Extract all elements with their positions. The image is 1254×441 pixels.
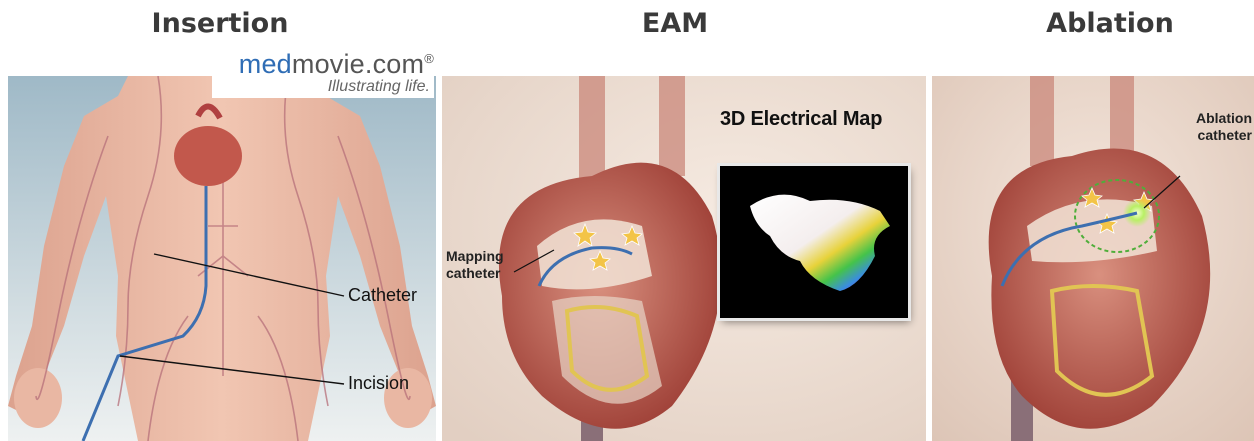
eam-panel: Mapping catheter 3D Electrical Map [442, 76, 926, 441]
ablation-label-line2: catheter [1180, 127, 1252, 144]
logo-registered-mark: ® [424, 51, 434, 66]
medmovie-logo: medmovie.com® Illustrating life. [212, 44, 434, 98]
incision-label: Incision [348, 373, 409, 394]
logo-tagline: Illustrating life. [212, 79, 430, 95]
catheter-label: Catheter [348, 285, 417, 306]
ablation-catheter-label: Ablation catheter [1180, 110, 1252, 144]
electrical-map-title: 3D Electrical Map [720, 108, 882, 131]
logo-brand: medmovie.com® [212, 44, 434, 79]
mapping-label-line2: catheter [446, 265, 504, 282]
ablation-panel: Ablation catheter [932, 76, 1254, 441]
ablation-title: Ablation [1020, 6, 1200, 42]
eam-title: EAM [600, 6, 750, 42]
mapping-catheter-label: Mapping catheter [446, 248, 504, 282]
electrical-map-box [720, 166, 908, 318]
mapping-label-line1: Mapping [446, 248, 504, 265]
electrical-map-shape [750, 195, 890, 291]
ablation-label-line1: Ablation [1180, 110, 1252, 127]
logo-brand-rest: movie.com [292, 49, 424, 79]
logo-brand-accent: med [239, 49, 292, 79]
insertion-panel: Catheter Incision [8, 76, 436, 441]
electrical-map-graphic [720, 166, 908, 318]
insertion-title: Insertion [120, 6, 320, 42]
